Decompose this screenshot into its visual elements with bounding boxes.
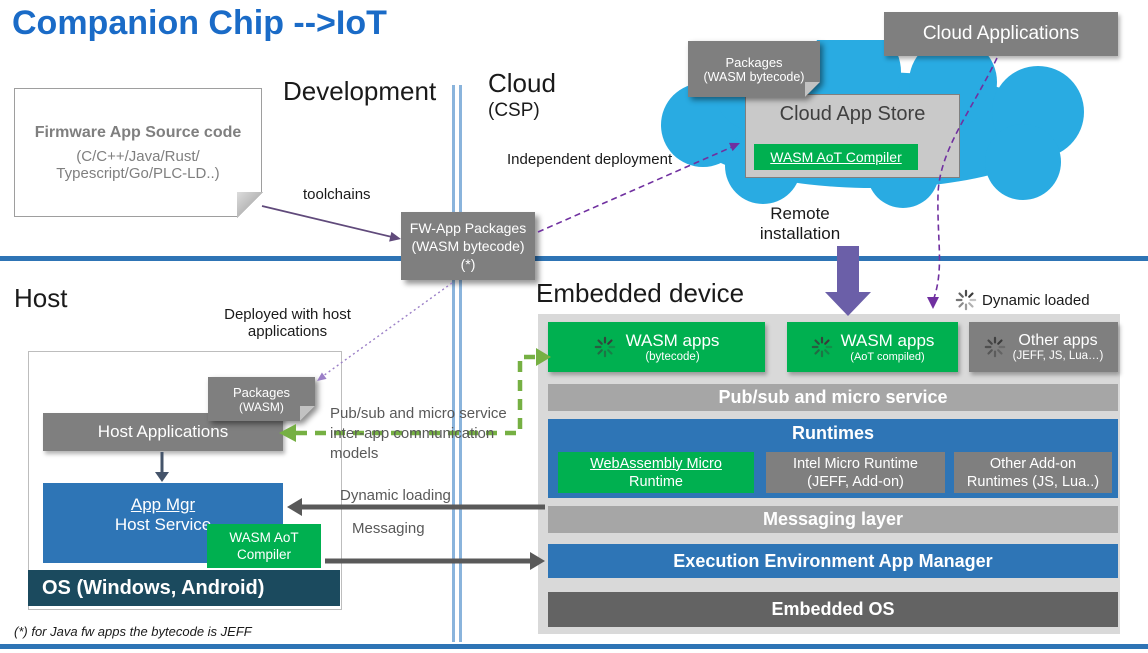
page-title: Companion Chip -->IoT	[12, 4, 387, 42]
bottom-border-line	[0, 644, 1148, 649]
section-host: Host	[14, 283, 68, 313]
wasm-apps-aot-box: WASM apps (AoT compiled)	[787, 322, 958, 372]
cloud-app-store-title: Cloud App Store	[779, 103, 926, 125]
runtimes-container: Runtimes WebAssembly Micro Runtime Intel…	[548, 419, 1118, 498]
toolchains-label: toolchains	[303, 186, 371, 203]
horizontal-divider-line	[0, 256, 1148, 261]
pubsub-label-line2: inter-app communication models	[330, 425, 495, 462]
embedded-os-label: Embedded OS	[771, 599, 895, 619]
note-host-line2: (WASM)	[239, 399, 284, 414]
intel-runtime-line2: (JEFF, Add-on)	[807, 473, 904, 490]
spinner-icon	[984, 336, 1006, 358]
host-os-bar: OS (Windows, Android)	[28, 570, 340, 606]
execution-environment-label: Execution Environment App Manager	[673, 550, 993, 571]
other-apps-title: Other apps	[1018, 332, 1098, 349]
wasm-apps-aot-sub: (AoT compiled)	[850, 351, 925, 363]
section-development: Development	[283, 76, 437, 106]
section-cloud-sub: (CSP)	[488, 100, 540, 121]
section-cloud: Cloud	[488, 68, 556, 98]
fw-packages-line1: FW-App Packages	[409, 220, 527, 236]
webassembly-micro-runtime-box: WebAssembly Micro Runtime	[558, 452, 754, 493]
fw-packages-line2: (WASM bytecode)	[411, 238, 525, 254]
dynamic-loaded-label: Dynamic loaded	[955, 289, 1090, 311]
host-compiler-line2: Compiler	[236, 547, 291, 562]
host-applications-label: Host Applications	[97, 422, 229, 441]
other-apps-sub: (JEFF, JS, Lua…)	[1012, 350, 1104, 362]
fw-packages-line3: (*)	[460, 256, 476, 272]
cloud-app-store-box: Cloud App Store WASM AoT Compiler	[745, 94, 960, 178]
pubsub-communication-label: Pub/sub and micro service inter-app comm…	[330, 404, 545, 464]
intel-micro-runtime-box: Intel Micro Runtime (JEFF, Add-on)	[766, 452, 945, 493]
firmware-source-title: Firmware App Source code	[34, 123, 242, 141]
cloud-wasm-aot-compiler-box: WASM AoT Compiler	[754, 144, 918, 170]
app-mgr-label: App Mgr	[130, 495, 196, 514]
remote-line1: Remote	[770, 204, 830, 223]
app-mgr-host-service-box: App Mgr Host Service	[43, 483, 283, 563]
spinner-icon	[811, 336, 833, 358]
wasm-apps-bytecode-title: WASM apps	[625, 331, 720, 350]
runtimes-title: Runtimes	[791, 423, 874, 443]
wasm-apps-aot-title: WASM apps	[840, 331, 935, 350]
cloud-applications-box: Cloud Applications	[884, 12, 1118, 56]
pubsub-bar-label: Pub/sub and micro service	[718, 387, 948, 407]
cloud-applications-label: Cloud Applications	[922, 23, 1080, 44]
execution-environment-bar: Execution Environment App Manager	[548, 544, 1118, 578]
pubsub-label-line1: Pub/sub and micro service	[330, 405, 507, 422]
dynamic-loaded-text: Dynamic loaded	[982, 291, 1090, 309]
host-applications-box: Host Applications	[43, 413, 283, 451]
firmware-source-line3: Typescript/Go/PLC-LD..)	[56, 164, 220, 182]
remote-line2: installation	[759, 224, 841, 243]
intel-runtime-line1: Intel Micro Runtime	[793, 455, 918, 472]
packages-wasm-bytecode-note: Packages (WASM bytecode)	[688, 41, 820, 97]
footnote: (*) for Java fw apps the bytecode is JEF…	[14, 624, 252, 639]
messaging-label: Messaging	[352, 520, 425, 537]
wasm-apps-bytecode-sub: (bytecode)	[645, 351, 700, 363]
spinner-icon	[955, 289, 977, 311]
pubsub-service-bar: Pub/sub and micro service	[548, 384, 1118, 411]
vertical-divider-line	[452, 85, 462, 642]
packages-wasm-note: Packages (WASM)	[208, 377, 315, 421]
embedded-os-bar: Embedded OS	[548, 592, 1118, 627]
independent-deployment-label: Independent deployment	[507, 151, 673, 168]
section-embedded-device: Embedded device	[536, 278, 745, 308]
host-os-label: OS (Windows, Android)	[42, 576, 265, 599]
remote-installation-label: Remote installation	[740, 204, 860, 244]
note-host-line1: Packages	[232, 384, 291, 400]
host-group-box	[28, 351, 342, 610]
embedded-device-panel: WASM apps (bytecode) WASM apps (AoT comp…	[538, 314, 1120, 634]
other-runtime-line1: Other Add-on	[989, 455, 1077, 472]
note-cloud-line1: Packages	[725, 54, 783, 70]
other-apps-box: Other apps (JEFF, JS, Lua…)	[969, 322, 1118, 372]
wamr-line2: Runtime	[629, 473, 683, 490]
messaging-arrow	[325, 552, 545, 570]
fw-app-packages-box: FW-App Packages (WASM bytecode) (*)	[401, 212, 535, 280]
deployed-line1: Deployed with host	[224, 306, 351, 323]
note-cloud-line2: (WASM bytecode)	[703, 69, 805, 84]
cloud-wasm-aot-compiler-label: WASM AoT Compiler	[770, 149, 902, 165]
firmware-source-box: Firmware App Source code (C/C++/Java/Rus…	[14, 88, 263, 218]
messaging-layer-bar: Messaging layer	[548, 506, 1118, 533]
toolchains-arrow	[261, 205, 401, 242]
deployed-with-host-label: Deployed with host applications	[205, 306, 370, 340]
firmware-source-line2: (C/C++/Java/Rust/	[76, 147, 200, 165]
other-addon-runtimes-box: Other Add-on Runtimes (JS, Lua..)	[954, 452, 1112, 493]
dynamic-loading-label: Dynamic loading	[340, 487, 451, 504]
host-compiler-line1: WASM AoT	[229, 530, 299, 545]
host-service-label: Host Service	[114, 515, 212, 534]
wasm-apps-bytecode-box: WASM apps (bytecode)	[548, 322, 765, 372]
deployed-line2: applications	[247, 323, 328, 340]
other-runtime-line2: Runtimes (JS, Lua..)	[966, 473, 1100, 490]
spinner-icon	[594, 336, 616, 358]
host-wasm-aot-compiler-box: WASM AoT Compiler	[207, 524, 321, 568]
wamr-line1: WebAssembly Micro	[590, 455, 722, 472]
messaging-layer-label: Messaging layer	[762, 509, 904, 529]
